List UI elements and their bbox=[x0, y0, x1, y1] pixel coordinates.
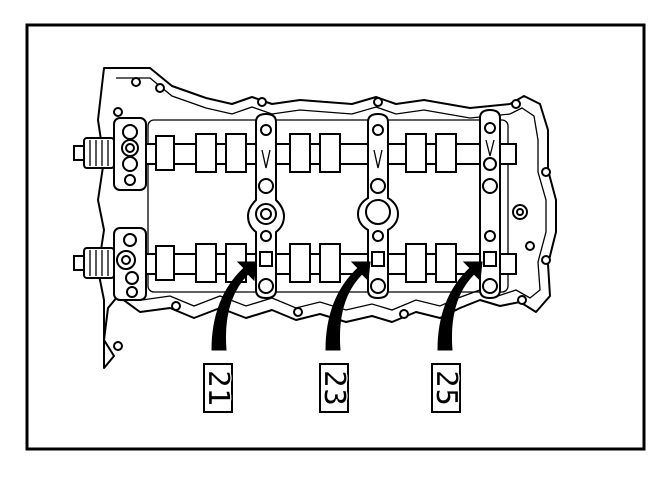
exhaust-camshaft bbox=[73, 227, 517, 301]
arrow-2 bbox=[325, 261, 371, 351]
perimeter-bolts bbox=[113, 77, 551, 351]
callout-box-2: 23 bbox=[316, 363, 352, 413]
callout-box-3: 25 bbox=[428, 363, 464, 413]
cylinder-head bbox=[97, 67, 557, 369]
intake-camshaft bbox=[73, 117, 517, 191]
bearing-cap-3 bbox=[479, 108, 501, 300]
bearing-cap-2 bbox=[356, 112, 400, 300]
bearing-cap-1 bbox=[246, 112, 286, 300]
callout-label-3: 25 bbox=[429, 370, 464, 406]
frame-border bbox=[25, 23, 646, 451]
callout-label-2: 23 bbox=[317, 370, 352, 406]
callout-label-1: 21 bbox=[201, 370, 236, 406]
arrow-1 bbox=[211, 261, 257, 351]
callout-box-1: 21 bbox=[200, 363, 236, 413]
arrow-3 bbox=[437, 261, 483, 351]
